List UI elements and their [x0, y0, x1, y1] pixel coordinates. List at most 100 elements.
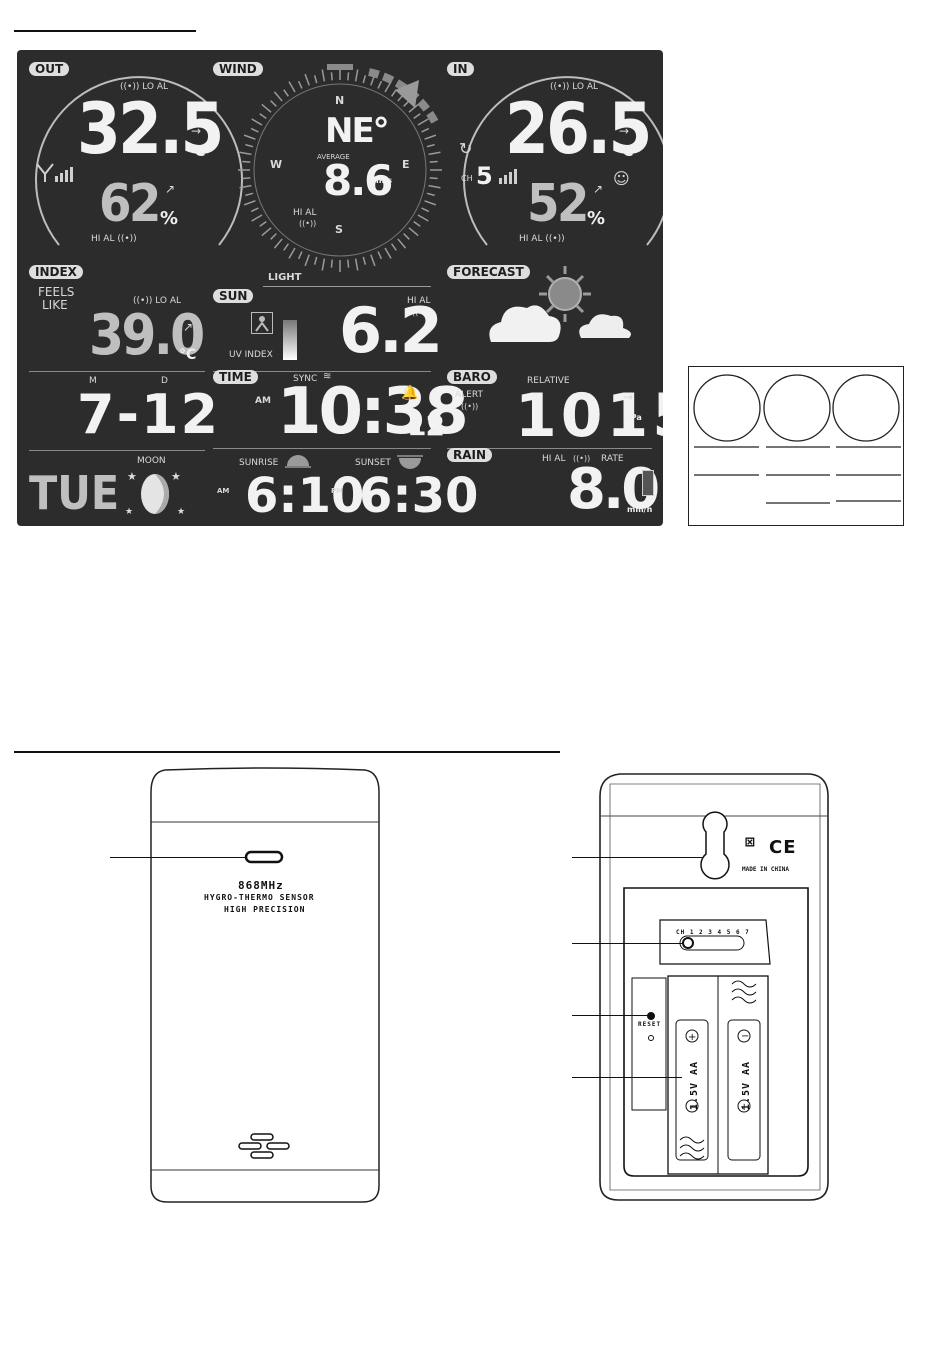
- compass-tick: [313, 75, 318, 84]
- wind-hi-al-icon: ((•)): [299, 219, 317, 228]
- divider-date: [29, 450, 205, 451]
- wind-label: WIND: [213, 62, 263, 76]
- in-temp-unit: °C: [615, 142, 634, 160]
- svg-text:★: ★: [177, 507, 185, 517]
- compass-tick: [304, 73, 310, 86]
- compass-tick: [297, 251, 303, 260]
- sunrise-am: AM: [217, 487, 230, 495]
- compass-tick: [243, 134, 256, 140]
- compass-tick: [288, 247, 296, 259]
- pointer-front-led: [110, 857, 246, 858]
- sensor-back-drawing: + − − +: [599, 773, 829, 1201]
- moon-label: MOON: [137, 456, 166, 466]
- compass-tick: [330, 259, 333, 268]
- compass-tick: [424, 200, 437, 206]
- alarm-bell-icon: 🔔: [401, 385, 419, 401]
- forecast-label: FORECAST: [447, 265, 530, 279]
- weee-bin-icon: ⊠: [745, 832, 756, 851]
- svg-text:★: ★: [125, 507, 133, 517]
- divider-baro: [447, 448, 652, 449]
- index-lo-al: ((•)) LO AL: [133, 296, 182, 306]
- in-humidity: 52: [527, 174, 589, 234]
- compass-tick: [261, 103, 272, 113]
- like-label: LIKE: [42, 298, 68, 312]
- rain-unit: mm/h: [627, 505, 653, 514]
- compass-tick: [330, 72, 333, 81]
- weather-station-lcd: OUT ((•)) LO AL 32.5 °C → 62 % ↗ HI AL (…: [17, 50, 663, 526]
- compass-tick: [243, 200, 256, 206]
- time-seconds: 12: [407, 409, 445, 442]
- compass-tick: [426, 143, 435, 148]
- signal-strength-icon: [36, 163, 73, 182]
- compass-tick: [270, 233, 277, 240]
- day-label: D: [161, 376, 168, 386]
- baro-alert-icon: ((•)): [461, 402, 479, 411]
- pointer-wall-hook: [572, 857, 702, 858]
- divider-time: [213, 448, 431, 449]
- sun-hi-al: HI AL: [407, 296, 431, 306]
- light-scale-bar: [263, 286, 431, 287]
- pointer-reset-button: [572, 1015, 648, 1016]
- ce-mark: CE: [769, 837, 797, 858]
- sunset-icon: [397, 455, 423, 469]
- index-unit: °C: [179, 347, 197, 363]
- out-temp-unit: °C: [187, 142, 206, 160]
- compass-tick: [347, 259, 350, 268]
- baro-alert-label: ALERT: [455, 390, 483, 400]
- rain-hi-al-icon: ((•)): [573, 454, 591, 463]
- feels-label: FEELS: [38, 285, 75, 299]
- wind-speed-unit: m/s: [376, 176, 393, 185]
- legend-box: [688, 366, 904, 526]
- baro-label: BARO: [447, 370, 497, 384]
- compass-tick: [242, 177, 251, 180]
- out-trend-arrow: →: [191, 124, 202, 138]
- comfort-icon: ☺: [613, 169, 630, 188]
- in-signal-bars-icon: [499, 169, 517, 184]
- out-lo-al: ((•)) LO AL: [120, 82, 169, 92]
- rain-rate-label: RATE: [601, 454, 624, 464]
- sunset-label: SUNSET: [355, 458, 391, 468]
- compass-tick: [242, 160, 251, 163]
- svg-text:★: ★: [171, 470, 181, 483]
- wind-compass-ticks: [238, 68, 442, 272]
- compass-tick: [297, 80, 303, 89]
- section-rule-top: [14, 30, 196, 32]
- compass-tick: [259, 221, 267, 227]
- wind-hi-al: HI AL: [293, 208, 317, 218]
- baro-trend-arrow: →: [623, 390, 634, 404]
- compass-tick: [421, 207, 430, 213]
- compass-tick: [403, 233, 410, 240]
- in-lo-al: ((•)) LO AL: [550, 82, 599, 92]
- wind-speed: 8.6: [323, 156, 393, 205]
- compass-tick: [428, 184, 441, 189]
- out-label: OUT: [29, 62, 70, 76]
- compass-tick: [239, 184, 252, 189]
- date-value: 7-12: [77, 383, 221, 446]
- out-humidity: 62: [99, 174, 161, 234]
- baro-unit: hPa: [625, 413, 642, 422]
- uv-person-icon: [251, 312, 273, 334]
- compass-tick: [288, 81, 296, 93]
- in-trend-arrow: →: [619, 124, 630, 138]
- in-hum-trend-arrow: ↗: [593, 182, 604, 196]
- channel-switch-label: CH 1 2 3 4 5 6 7: [676, 929, 750, 936]
- compass-tick: [408, 227, 419, 237]
- sun-label: SUN: [213, 289, 254, 303]
- time-value: 10:38: [277, 375, 469, 449]
- compass-tick: [421, 127, 430, 133]
- in-hi-al: HI AL ((•)): [519, 234, 565, 244]
- out-hi-al: HI AL ((•)): [91, 234, 137, 244]
- compass-tick: [313, 256, 318, 265]
- time-am: AM: [255, 396, 271, 406]
- compass-tick: [417, 118, 429, 126]
- compass-tick: [362, 75, 367, 84]
- compass-tick: [321, 258, 326, 271]
- compass-s: S: [335, 223, 343, 236]
- sensor-line2: HIGH PRECISION: [224, 905, 306, 914]
- compass-tick: [261, 227, 272, 237]
- out-hum-unit: %: [160, 208, 179, 229]
- wind-direction: NE°: [325, 111, 390, 151]
- in-hum-unit: %: [587, 208, 606, 229]
- lcd-arcs: [35, 64, 663, 272]
- compass-tick: [304, 254, 310, 267]
